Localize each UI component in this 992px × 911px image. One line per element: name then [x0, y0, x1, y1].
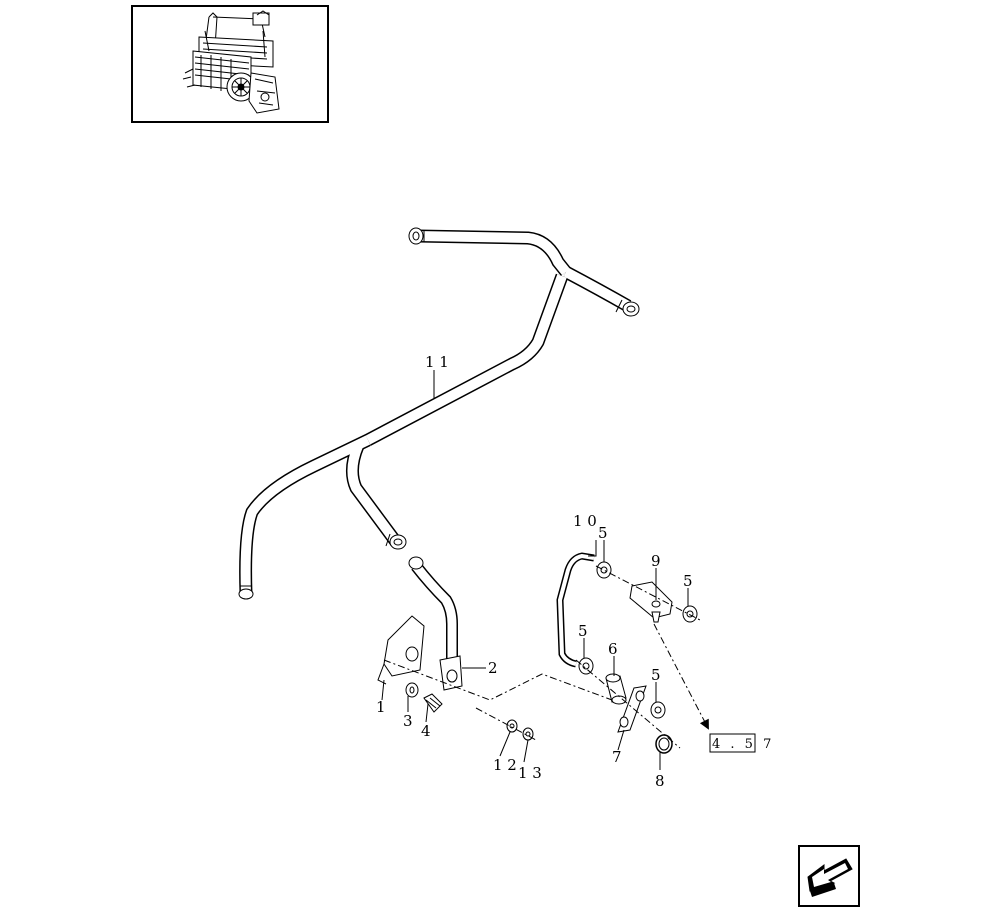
washer-part-5-upper[interactable] [596, 561, 612, 579]
arrow-back-icon [807, 858, 853, 897]
circlip-part-8[interactable] [655, 734, 673, 754]
cross-reference-label: 4 . 5 7 [712, 737, 774, 752]
callout-6: 6 [608, 640, 618, 658]
washer-part-12[interactable] [506, 719, 518, 733]
callout-5-bottom: 5 [651, 666, 661, 684]
short-tube-section[interactable] [408, 556, 458, 668]
mounting-plate[interactable] [377, 615, 425, 685]
callout-3: 3 [403, 712, 413, 730]
machine-overview-icon [182, 10, 280, 114]
leader-lines [381, 370, 689, 770]
callout-4: 4 [421, 722, 431, 740]
callout-10: 1 0 [573, 512, 597, 530]
callout-12: 1 2 [493, 756, 517, 774]
callout-5-upper: 5 [598, 524, 608, 542]
cross-reference-box[interactable]: 4 . 5 7 [709, 733, 774, 753]
callout-11: 1 1 [425, 353, 449, 371]
callout-13: 1 3 [518, 764, 542, 782]
tube-clamp-bracket[interactable] [439, 655, 463, 691]
washer-part-5-lower[interactable] [578, 657, 594, 675]
control-rod-part-10[interactable] [556, 552, 595, 668]
assembly-thumbnail[interactable] [131, 5, 329, 123]
callout-8: 8 [655, 772, 665, 790]
pivot-bracket-part-9[interactable] [629, 581, 673, 623]
callout-5-lower: 5 [578, 622, 588, 640]
washer-part-5-right[interactable] [682, 605, 698, 623]
callout-9: 9 [651, 552, 661, 570]
washer-part-3[interactable] [405, 682, 419, 698]
bolt-part-4[interactable] [423, 693, 443, 713]
back-navigation-button[interactable] [798, 845, 860, 907]
assembly-center-lines [383, 565, 709, 749]
washer-part-5-bottom[interactable] [650, 701, 666, 719]
callout-1: 1 [376, 698, 386, 716]
callout-labels: 1 1 1 0 5 9 5 5 6 5 2 1 3 4 7 8 1 2 1 3 [376, 353, 693, 790]
callout-5-right: 5 [683, 572, 693, 590]
main-tube-assembly[interactable] [238, 227, 640, 600]
callout-2: 2 [488, 659, 498, 677]
callout-7: 7 [612, 748, 622, 766]
link-plate-part-7[interactable] [617, 685, 647, 733]
bushing-part-6[interactable] [605, 673, 627, 705]
